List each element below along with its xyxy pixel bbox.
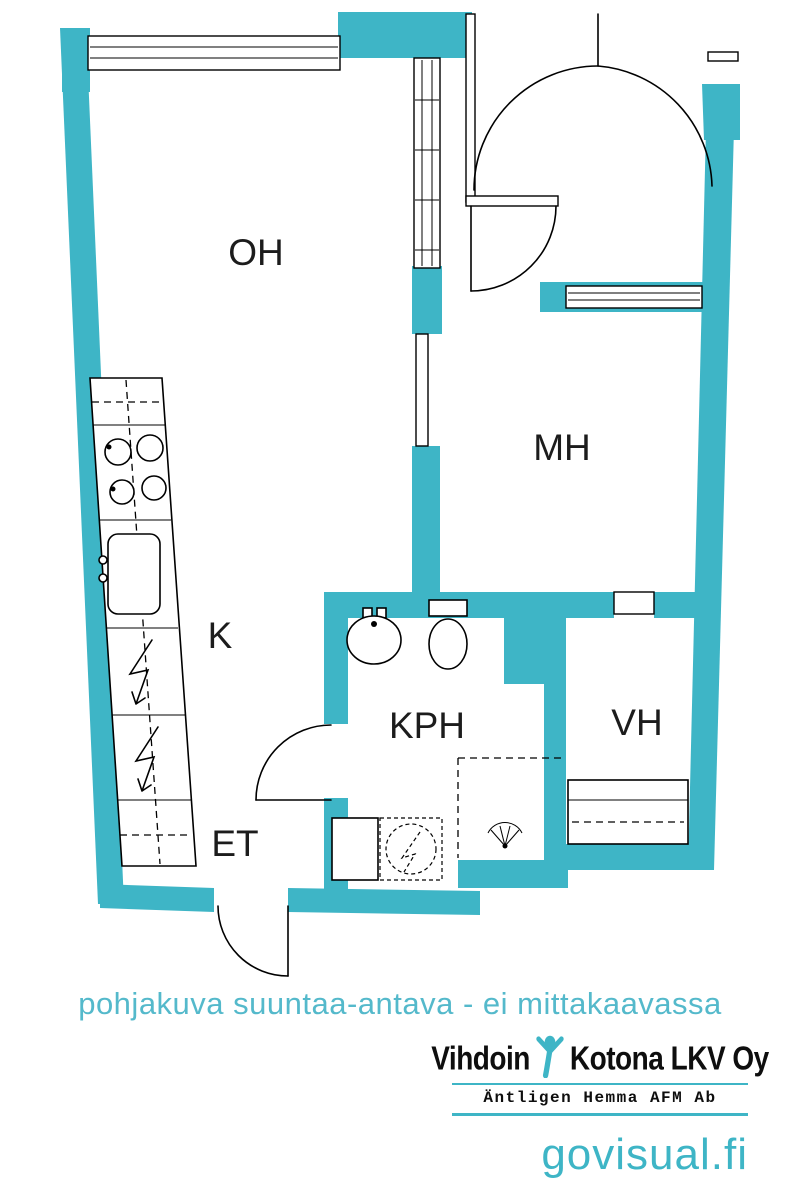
logo-divider-top	[452, 1083, 748, 1085]
room-label-mh: MH	[533, 427, 591, 468]
logo-divider-bottom	[452, 1113, 748, 1116]
room-label-et: ET	[211, 823, 258, 864]
wardrobe	[567, 779, 689, 845]
bathroom-cabinet	[331, 817, 379, 881]
tall-window	[413, 57, 441, 269]
top-window	[87, 35, 341, 71]
room-label-kph: KPH	[389, 705, 465, 746]
stairwell-arch-doors	[473, 13, 713, 191]
person-raised-arms-icon	[536, 1035, 564, 1078]
agency-name-right: Kotona LKV Oy	[569, 1040, 769, 1077]
floor-drain-icon	[487, 821, 523, 849]
floor-plan: OH MH K KPH VH ET	[60, 12, 740, 977]
bedroom-doorway-partition	[415, 333, 429, 447]
walls	[60, 12, 740, 915]
bedroom-window	[565, 285, 703, 309]
room-label-oh: OH	[228, 232, 284, 273]
agency-logo-main: Vihdoin Kotona LKV Oy	[431, 1033, 769, 1078]
bathroom-sink-icon	[346, 607, 402, 665]
agency-logo: Vihdoin Kotona LKV Oy Äntligen Hemma AFM…	[431, 1035, 769, 1116]
room-label-k: K	[208, 615, 233, 656]
stove-icon	[104, 434, 167, 505]
room-label-vh: VH	[611, 702, 662, 743]
appliance-bolt-icon-1	[128, 639, 153, 705]
kitchen-sink-icon	[98, 533, 161, 615]
stairwell-lower-door	[470, 205, 557, 292]
appliance-bolt-icon-2	[134, 726, 159, 792]
stairwell-walls	[465, 13, 739, 207]
closet-opening	[613, 591, 655, 615]
website-link: govisual.fi	[541, 1130, 748, 1179]
agency-name-left: Vihdoin	[431, 1040, 530, 1077]
toilet-icon	[428, 599, 468, 670]
agency-subtitle: Äntligen Hemma AFM Ab	[483, 1089, 717, 1107]
entry-door	[217, 905, 289, 977]
reserved-space-outline	[457, 757, 562, 858]
bathroom-door	[255, 724, 332, 801]
disclaimer-text: pohjakuva suuntaa-antava - ei mittakaava…	[78, 986, 722, 1021]
washing-machine-icon	[379, 817, 443, 881]
